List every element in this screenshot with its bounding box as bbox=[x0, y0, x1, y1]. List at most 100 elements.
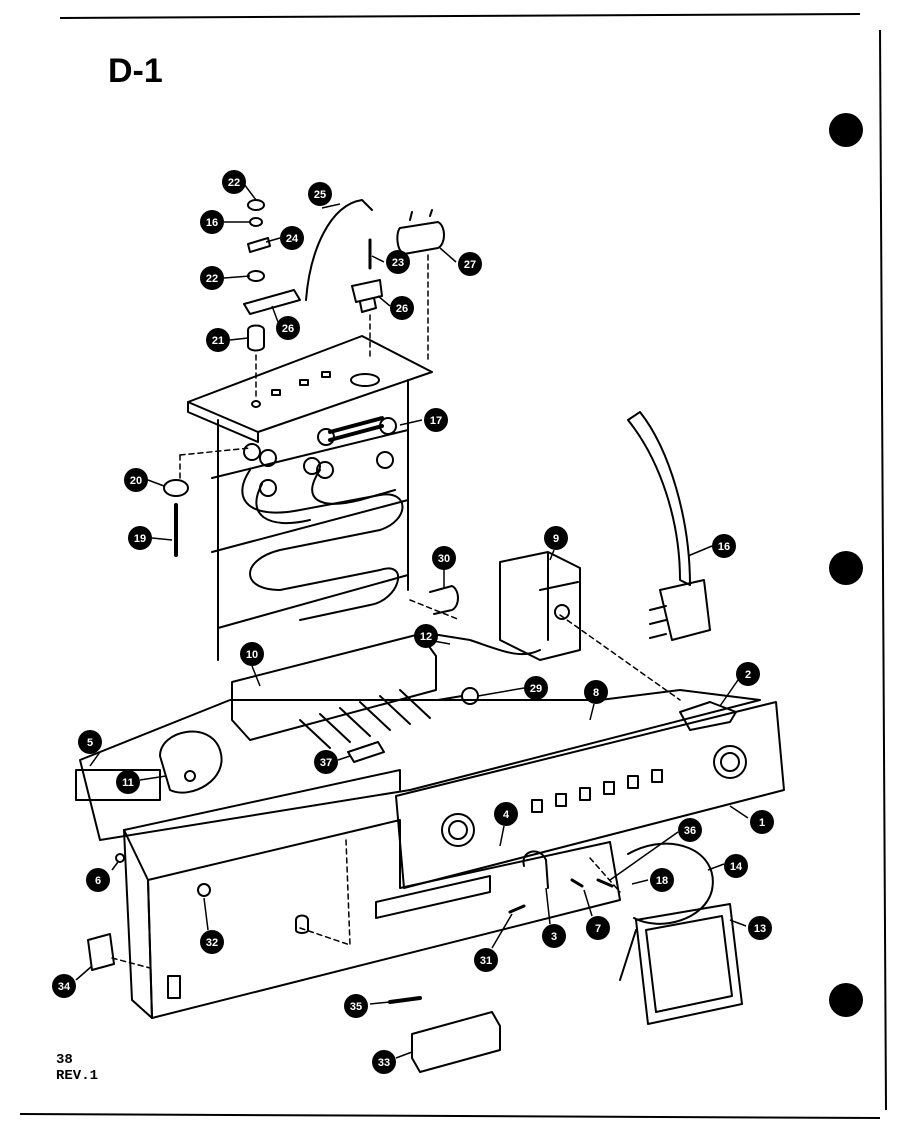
callout-label: 32 bbox=[206, 937, 218, 949]
door-panel-inner bbox=[645, 915, 733, 1013]
element-top-plate bbox=[187, 335, 433, 433]
callout-bubble: 16 bbox=[712, 534, 736, 558]
callout-bubble: 20 bbox=[124, 468, 148, 492]
panel-dial-left-inner bbox=[448, 820, 468, 840]
fuse-holder-part bbox=[522, 850, 549, 889]
housing-label-window bbox=[375, 875, 491, 919]
plate-hole bbox=[350, 373, 380, 387]
callout-bubble: 5 bbox=[78, 730, 102, 754]
callout-label: 17 bbox=[430, 415, 442, 427]
callout-bubble: 36 bbox=[678, 818, 702, 842]
lower-housing-top bbox=[123, 769, 401, 831]
callout-bubble: 11 bbox=[116, 770, 140, 794]
callout-bubble: 10 bbox=[240, 642, 264, 666]
callout-label: 1 bbox=[759, 817, 765, 829]
motor-shaft bbox=[184, 770, 196, 782]
callout-bubble: 3 bbox=[542, 924, 566, 948]
callout-bubble: 22 bbox=[200, 266, 224, 290]
callout-label: 34 bbox=[58, 981, 71, 993]
callout-label: 26 bbox=[396, 303, 408, 315]
side-bracket bbox=[75, 769, 161, 801]
panel-dial-right bbox=[713, 745, 747, 779]
callout-label: 4 bbox=[503, 809, 510, 821]
element-top-plate-lip bbox=[187, 401, 259, 443]
callout-bubble: 37 bbox=[314, 750, 338, 774]
callout-label: 2 bbox=[745, 669, 751, 681]
callout-bubble: 35 bbox=[344, 994, 368, 1018]
heating-element-coil bbox=[241, 469, 404, 621]
thermostat-part bbox=[396, 209, 445, 255]
heating-element-coil bbox=[311, 469, 396, 505]
callout-bubble: 23 bbox=[386, 250, 410, 274]
callout-label: 16 bbox=[718, 541, 730, 553]
callout-bubble: 30 bbox=[432, 546, 456, 570]
callout-bubble: 16 bbox=[200, 210, 224, 234]
callout-bubble: 26 bbox=[390, 296, 414, 320]
relay-knob bbox=[554, 604, 570, 620]
bracket-part-2 bbox=[679, 701, 737, 731]
plate-slot bbox=[321, 371, 331, 378]
callout-label: 18 bbox=[656, 875, 668, 887]
callout-label: 26 bbox=[282, 323, 294, 335]
callout-label: 22 bbox=[228, 177, 240, 189]
callout-bubble: 29 bbox=[524, 676, 548, 700]
callout-bubble: 25 bbox=[308, 182, 332, 206]
capacitor-part bbox=[429, 585, 459, 615]
callout-label: 37 bbox=[320, 757, 332, 769]
callout-label: 6 bbox=[95, 875, 101, 887]
screw-part bbox=[508, 904, 526, 914]
control-panel-front bbox=[395, 701, 785, 889]
callout-label: 8 bbox=[593, 687, 599, 699]
callout-bubble: 19 bbox=[128, 526, 152, 550]
lower-housing-side bbox=[123, 829, 153, 1019]
plate-hole bbox=[251, 400, 261, 408]
washer-part bbox=[247, 270, 265, 282]
callout-label: 9 bbox=[553, 533, 559, 545]
element-frame-rod bbox=[211, 499, 409, 553]
wire-lead-part bbox=[305, 199, 373, 301]
bracket-part bbox=[247, 237, 271, 253]
panel-dial-right-inner bbox=[720, 752, 740, 772]
washer-part bbox=[247, 199, 265, 211]
panel-dial-left bbox=[441, 813, 475, 847]
relay-box bbox=[499, 551, 581, 661]
callout-label: 36 bbox=[684, 825, 696, 837]
binder-hole bbox=[829, 113, 863, 147]
heating-element-coil bbox=[255, 483, 311, 525]
door-panel bbox=[635, 903, 743, 1025]
page-footer: 38 REV.1 bbox=[56, 1052, 98, 1084]
callout-label: 35 bbox=[350, 1001, 362, 1013]
callout-bubble: 4 bbox=[494, 802, 518, 826]
callout-bubble: 26 bbox=[276, 316, 300, 340]
callout-label: 29 bbox=[530, 683, 542, 695]
element-coil-spring bbox=[328, 416, 384, 442]
control-knob-part bbox=[461, 687, 479, 705]
callout-label: 27 bbox=[464, 259, 476, 271]
screw-part bbox=[596, 878, 614, 888]
callout-label: 19 bbox=[134, 533, 146, 545]
callout-bubble: 34 bbox=[52, 974, 76, 998]
wire-connector-part bbox=[347, 741, 385, 763]
callout-label: 31 bbox=[480, 955, 492, 967]
callout-label: 25 bbox=[314, 189, 326, 201]
page-edge-marks bbox=[19, 13, 887, 1119]
callout-bubble: 33 bbox=[372, 1050, 396, 1074]
binder-hole bbox=[829, 551, 863, 585]
binder-hole bbox=[829, 983, 863, 1017]
screw-part bbox=[115, 853, 125, 863]
washer-part bbox=[249, 217, 263, 227]
screw-part bbox=[388, 996, 422, 1004]
housing-slot bbox=[167, 975, 181, 999]
callout-bubble: 6 bbox=[86, 868, 110, 892]
spacer-part bbox=[247, 324, 265, 352]
element-frame-rod bbox=[217, 574, 409, 629]
callout-label: 14 bbox=[730, 861, 743, 873]
assembly-leader-lines bbox=[111, 254, 681, 969]
callout-bubble: 13 bbox=[748, 916, 772, 940]
callout-bubble: 2 bbox=[736, 662, 760, 686]
plate-slot bbox=[299, 379, 309, 386]
callout-label: 13 bbox=[754, 923, 766, 935]
revision-label: REV.1 bbox=[56, 1068, 99, 1084]
